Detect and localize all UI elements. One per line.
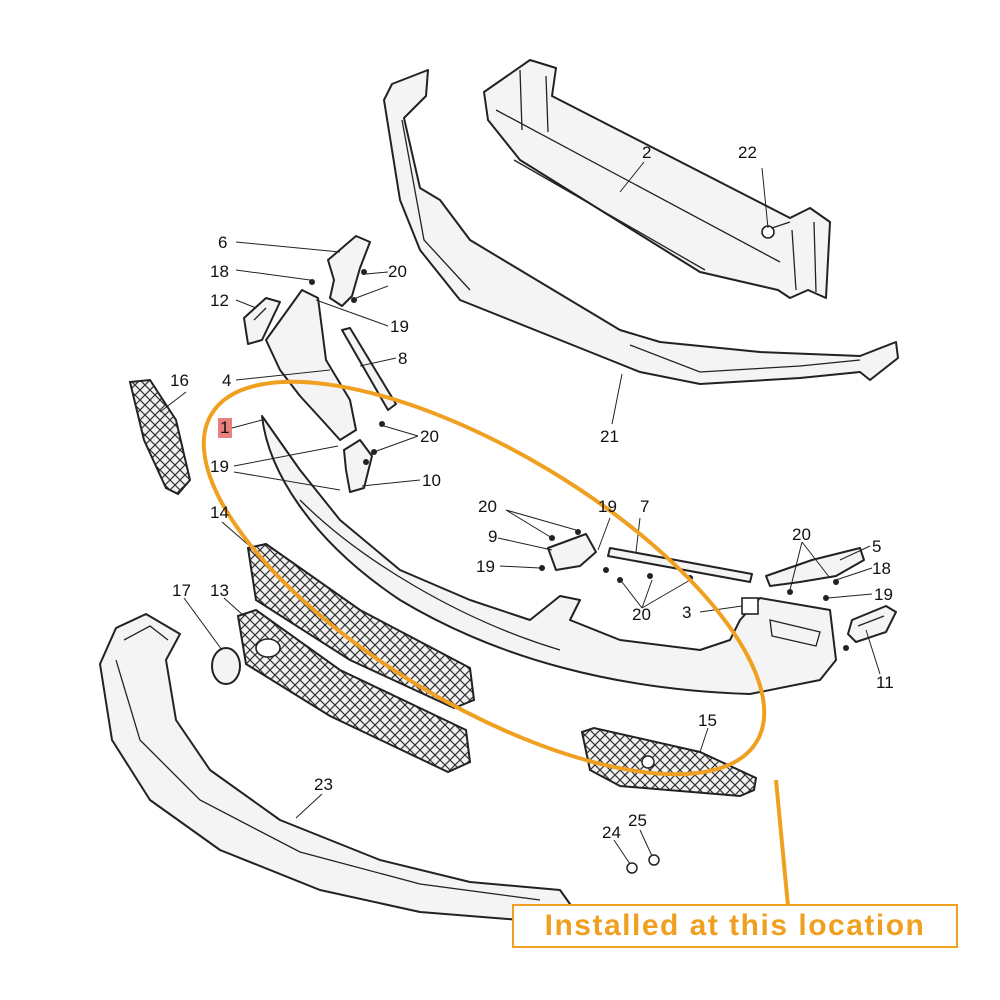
label-17: 17: [172, 581, 191, 600]
label-19-top: 19: [390, 317, 409, 336]
part-17-cap: [211, 647, 241, 685]
callout-labels: 1 2 22 21 6 18 20 12 19 8 4 16 20 19 10 …: [170, 143, 894, 842]
label-20-right: 20: [792, 525, 811, 544]
label-16: 16: [170, 371, 189, 390]
part-2-reinforcement-beam: [483, 59, 831, 299]
label-23: 23: [314, 775, 333, 794]
part-24-fastener: [626, 862, 638, 874]
label-20-top: 20: [388, 262, 407, 281]
part-7-strip: [607, 547, 753, 583]
part-15-center-grille: [580, 726, 758, 798]
part-21-support-bracket: [383, 69, 899, 385]
label-18-right: 18: [872, 559, 891, 578]
label-20-center: 20: [478, 497, 497, 516]
label-14: 14: [210, 503, 229, 522]
part-23-lower-spoiler: [99, 613, 581, 921]
label-20-bottom: 20: [632, 605, 651, 624]
label-13: 13: [210, 581, 229, 600]
part-9-bracket: [547, 533, 597, 571]
label-9: 9: [488, 527, 497, 546]
label-7: 7: [640, 497, 649, 516]
part-11-fog-trim: [847, 605, 897, 643]
part-1-bumper-cover: [261, 415, 837, 695]
label-21: 21: [600, 427, 619, 446]
label-1: 1: [220, 418, 229, 437]
label-8: 8: [398, 349, 407, 368]
side-mounting-bracket: [265, 289, 373, 493]
label-19-center: 19: [598, 497, 617, 516]
label-6: 6: [218, 233, 227, 252]
part-6-side-bracket: [327, 235, 371, 307]
leader-lines: [159, 161, 881, 865]
label-11: 11: [876, 673, 894, 692]
label-19-right: 19: [874, 585, 893, 604]
label-18: 18: [210, 262, 229, 281]
label-20-mid: 20: [420, 427, 439, 446]
part-12-side-insert: [243, 297, 281, 345]
label-12: 12: [210, 291, 229, 310]
label-24: 24: [602, 823, 621, 842]
label-25: 25: [628, 811, 647, 830]
label-22: 22: [738, 143, 757, 162]
part-8-side-rail: [341, 327, 397, 411]
callout-text: Installed at this location: [544, 909, 926, 942]
part-25-fastener: [648, 854, 660, 866]
label-19-mid: 19: [210, 457, 229, 476]
label-4: 4: [222, 371, 231, 390]
label-3: 3: [682, 603, 691, 622]
label-19-left: 19: [476, 557, 495, 576]
location-highlight: [201, 379, 790, 907]
part-5-right-bracket: [765, 547, 865, 587]
part-16-left-grille: [128, 378, 192, 496]
label-10: 10: [422, 471, 441, 490]
location-callout: Installed at this location: [512, 904, 958, 948]
label-5: 5: [872, 537, 881, 556]
part-1-marker: [218, 418, 232, 438]
label-2: 2: [642, 143, 651, 162]
label-15: 15: [698, 711, 717, 730]
part-14-lower-grille-upper: [246, 542, 476, 710]
part-13-lower-grille: [236, 608, 472, 774]
part-3-clip: [741, 597, 759, 615]
